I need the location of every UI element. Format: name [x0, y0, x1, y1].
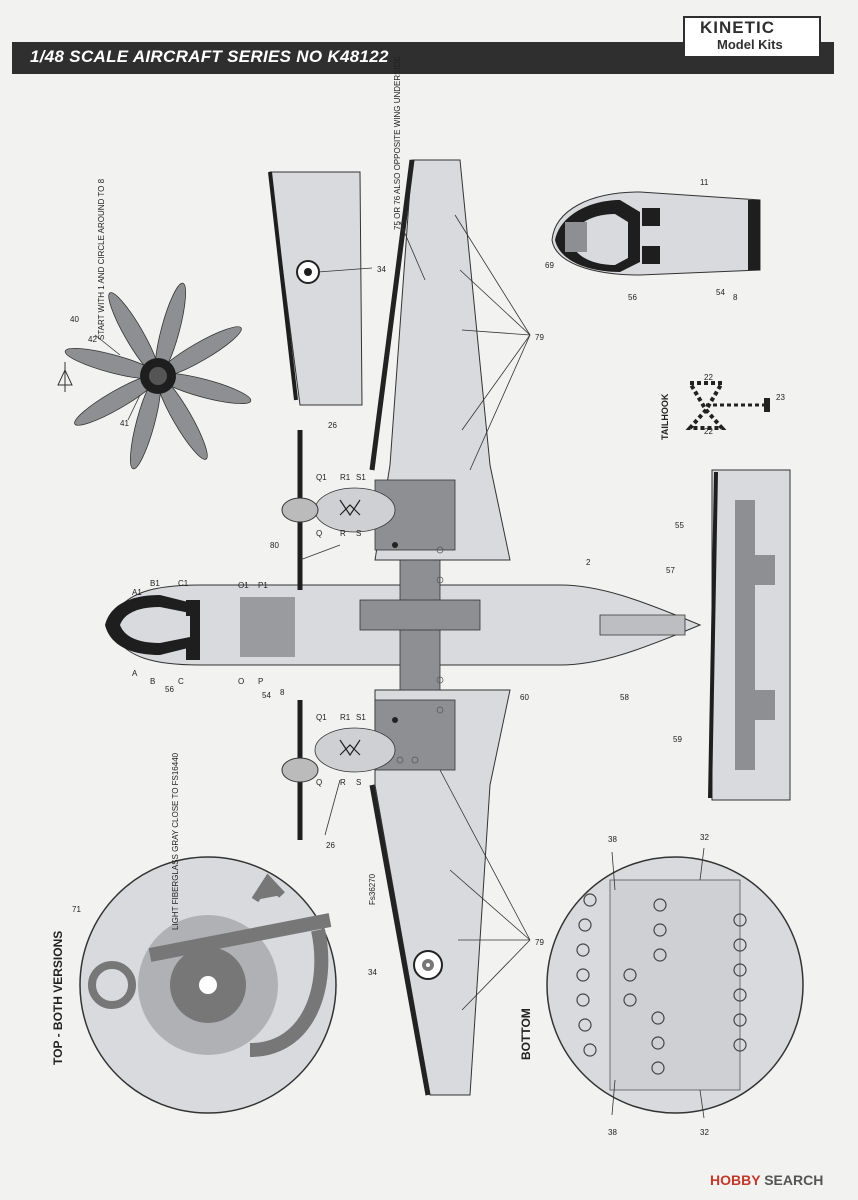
- callout-O1: O1: [238, 581, 249, 590]
- callout-B1: B1: [150, 579, 160, 588]
- callout-54a: 54: [716, 288, 725, 297]
- callout-C: C: [178, 677, 184, 686]
- callout-A: A: [132, 669, 138, 678]
- callout-Qa: Q: [316, 529, 322, 538]
- callout-23: 23: [776, 393, 785, 402]
- brand-logo: KINETIC: [700, 18, 775, 37]
- callout-79b: 79: [535, 938, 544, 947]
- callout-32a: 32: [700, 833, 709, 842]
- callout-R1a: R1: [340, 473, 351, 482]
- callout-A1: A1: [132, 588, 142, 597]
- callout-69: 69: [545, 261, 554, 270]
- bottom-label: BOTTOM: [519, 1008, 533, 1060]
- callout-Sb: S: [356, 778, 361, 787]
- tail-detail: [708, 469, 791, 801]
- page-title: 1/48 SCALE AIRCRAFT SERIES NO K48122: [30, 47, 389, 66]
- callout-57: 57: [666, 566, 675, 575]
- callout-34b: 34: [368, 968, 377, 977]
- watermark-text: SEARCH: [764, 1172, 824, 1188]
- fiberglass-note: LIGHT FIBERGLASS GRAY CLOSE TO FS16440: [171, 752, 180, 930]
- callout-58: 58: [620, 693, 629, 702]
- opposite-wing-note: 75 OR 76 ALSO OPPOSITE WING UNDERSIDE: [393, 56, 402, 230]
- callout-8b: 8: [280, 688, 285, 697]
- main-aircraft: [105, 159, 702, 1096]
- tail-stabilizer: [599, 614, 686, 636]
- brand-logo-sub: Model Kits: [717, 37, 783, 52]
- callout-Q1a: Q1: [316, 473, 327, 482]
- callout-26b: 26: [326, 841, 335, 850]
- callout-Qb: Q: [316, 778, 322, 787]
- callout-59: 59: [673, 735, 682, 744]
- callout-32b: 32: [700, 1128, 709, 1137]
- tailhook: [685, 381, 770, 430]
- top-versions-label: TOP - BOTH VERSIONS: [51, 931, 65, 1065]
- lower-wing: [374, 689, 511, 1096]
- roundel-top: [79, 856, 337, 1114]
- brand-logo-box: [683, 16, 821, 58]
- callout-R1b: R1: [340, 713, 351, 722]
- fs-code-label: Fs36270: [368, 873, 377, 905]
- callout-26a: 26: [328, 421, 337, 430]
- callout-38a: 38: [608, 835, 617, 844]
- callout-C1: C1: [178, 579, 189, 588]
- callout-38b: 38: [608, 1128, 617, 1137]
- callout-8a: 8: [733, 293, 738, 302]
- arrow-direction-icon: [57, 362, 73, 392]
- callout-34a: 34: [377, 265, 386, 274]
- tailhook-label: TAILHOOK: [660, 393, 670, 440]
- anchor-icon: [88, 873, 332, 1057]
- roundel-bottom: [546, 856, 804, 1114]
- callout-55: 55: [675, 521, 684, 530]
- callout-71: 71: [72, 905, 81, 914]
- start-note: START WITH 1 AND CIRCLE AROUND TO 8: [97, 178, 106, 340]
- callout-56a: 56: [628, 293, 637, 302]
- propeller-rotor: [64, 282, 252, 470]
- callout-41: 41: [120, 419, 129, 428]
- callout-B: B: [150, 677, 155, 686]
- hobby-search-watermark: HOBBY SEARCH: [710, 1172, 823, 1188]
- upper-wing: [374, 159, 511, 561]
- watermark-logo-text: HOBBY: [710, 1172, 761, 1188]
- wing-detail: [268, 171, 373, 406]
- callout-22b: 22: [704, 427, 713, 436]
- callout-P1: P1: [258, 581, 268, 590]
- callout-S1b: S1: [356, 713, 366, 722]
- callout-Q1b: Q1: [316, 713, 327, 722]
- callout-79a: 79: [535, 333, 544, 342]
- callout-2: 2: [586, 558, 591, 567]
- callout-60: 60: [520, 693, 529, 702]
- callout-22a: 22: [704, 373, 713, 382]
- callout-40: 40: [70, 315, 79, 324]
- callout-labels: 40 42 41 34 79 79 34 11 69 56 54 8 22 22…: [70, 178, 785, 1137]
- callout-42: 42: [88, 335, 97, 344]
- callout-S1a: S1: [356, 473, 366, 482]
- callout-Ra: R: [340, 529, 346, 538]
- callout-80: 80: [270, 541, 279, 550]
- callout-Sa: S: [356, 529, 361, 538]
- callout-56b: 56: [165, 685, 174, 694]
- callout-11: 11: [700, 178, 709, 187]
- callout-Rb: R: [340, 778, 346, 787]
- callout-P: P: [258, 677, 263, 686]
- nose-detail: [551, 191, 761, 276]
- callout-O: O: [238, 677, 244, 686]
- rotated-annotations: START WITH 1 AND CIRCLE AROUND TO 8 75 O…: [51, 56, 670, 1065]
- callout-54b: 54: [262, 691, 271, 700]
